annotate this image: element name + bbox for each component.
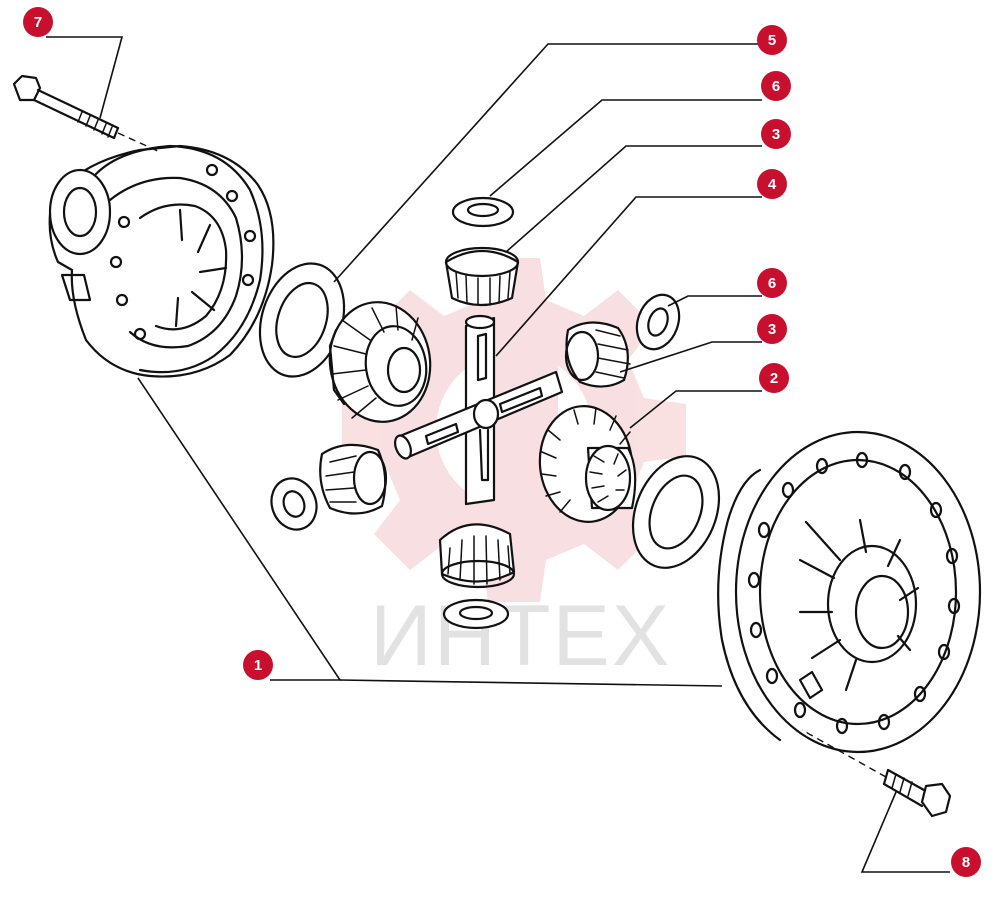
callout-badge-2: 2 [759,363,789,393]
callout-badge-3-right: 3 [757,314,787,344]
small-washer-left [270,477,318,531]
small-washer-right [635,293,681,351]
housing-bolt-holes [109,163,257,341]
callout-label: 3 [772,126,780,143]
flange-bolt-holes [747,451,961,735]
bolt-7 [12,74,161,153]
callout-badge-6-right: 6 [757,268,787,298]
right-housing-half [717,430,982,754]
spider-cross [394,314,564,506]
side-gear-right [538,405,637,523]
left-housing-half [48,144,275,378]
callout-badge-5: 5 [757,25,787,55]
small-washer-bottom [442,598,510,630]
callout-badge-7: 7 [23,7,53,37]
watermark-text: ИНТЕХ [370,588,671,684]
thrust-washer-large-right [631,455,721,569]
callout-badge-4: 4 [757,169,787,199]
callout-label: 6 [772,78,780,95]
planet-gear-right [564,321,631,388]
leader-lines [46,36,950,873]
planet-gear-top [444,246,520,307]
planet-gear-bottom [438,523,516,589]
callout-label: 4 [768,176,777,193]
thrust-washer-large-left [258,262,346,378]
side-bevel-gear-left [328,301,432,423]
callout-label: 7 [34,14,42,31]
callout-label: 2 [770,370,778,387]
callout-badge-6-top: 6 [761,71,791,101]
planet-gear-left [319,443,388,515]
callout-badge-8: 8 [951,847,981,877]
small-washer-top [451,196,515,228]
callout-label: 8 [962,854,970,871]
callout-badge-1: 1 [243,650,273,680]
callout-label: 3 [768,321,776,338]
callout-badge-3-top: 3 [761,119,791,149]
bolt-8 [801,729,952,818]
callout-label: 6 [768,275,776,292]
callout-label: 5 [768,32,776,49]
callout-label: 1 [254,657,262,674]
